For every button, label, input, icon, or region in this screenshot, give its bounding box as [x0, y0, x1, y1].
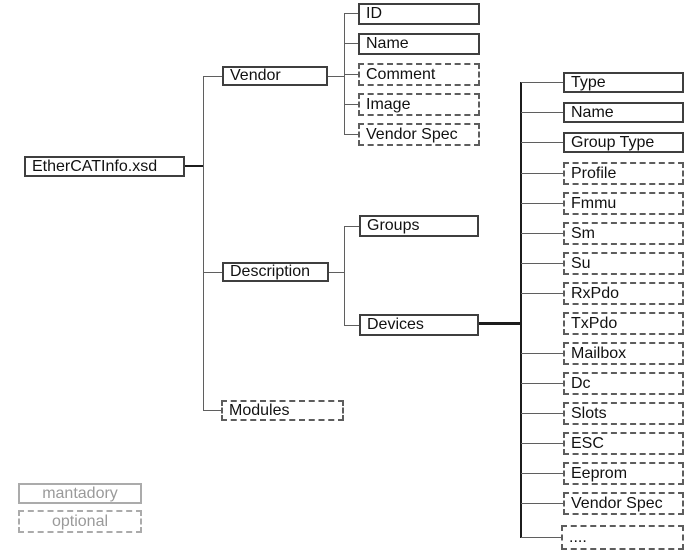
node-dc: Dc: [563, 372, 684, 395]
node-type: Type: [563, 72, 684, 93]
node-vendor-name: Name: [358, 33, 480, 55]
node-profile: Profile: [563, 162, 684, 185]
connector-line: [521, 383, 563, 384]
connector-line: [521, 473, 563, 474]
connector-line: [520, 82, 522, 538]
connector-line: [344, 104, 358, 105]
node-su: Su: [563, 252, 684, 275]
node-sm: Sm: [563, 222, 684, 245]
node-id: ID: [358, 3, 480, 25]
node-txpdo: TxPdo: [563, 312, 684, 335]
node-slots: Slots: [563, 402, 684, 425]
node-ethercatinfo-xsd: EtherCATInfo.xsd: [24, 156, 185, 177]
node-mailbox: Mailbox: [563, 342, 684, 365]
connector-line: [203, 76, 204, 411]
connector-line: [479, 322, 521, 325]
node-eeprom: Eeprom: [563, 462, 684, 485]
node-modules: Modules: [221, 400, 344, 421]
connector-line: [344, 13, 358, 14]
node-comment: Comment: [358, 63, 480, 86]
node-vendor: Vendor: [222, 66, 328, 86]
node-groups: Groups: [359, 215, 479, 237]
node-rxpdo: RxPdo: [563, 282, 684, 305]
connector-line: [521, 112, 563, 113]
connector-line: [521, 413, 563, 414]
connector-line: [521, 142, 563, 143]
connector-line: [344, 226, 345, 325]
connector-line: [203, 410, 222, 411]
connector-line: [521, 263, 563, 264]
legend-mandatory: mantadory: [18, 483, 142, 504]
connector-line: [344, 226, 359, 227]
connector-line: [329, 272, 344, 273]
connector-line: [521, 537, 561, 538]
connector-line: [521, 82, 563, 83]
connector-line: [203, 76, 222, 77]
node-device-name: Name: [563, 102, 684, 123]
node-devices: Devices: [359, 314, 479, 336]
connector-line: [328, 76, 344, 77]
connector-line: [521, 443, 563, 444]
node-group-type: Group Type: [563, 132, 684, 153]
connector-line: [344, 134, 358, 135]
connector-line: [521, 503, 563, 504]
node-fmmu: Fmmu: [563, 192, 684, 215]
connector-line: [521, 293, 563, 294]
node-image: Image: [358, 93, 480, 116]
legend-optional: optional: [18, 510, 142, 533]
connector-line: [203, 272, 222, 273]
node-esc: ESC: [563, 432, 684, 455]
connector-line: [344, 74, 358, 75]
connector-line: [521, 233, 563, 234]
node-device-vendor-spec: Vendor Spec: [563, 492, 684, 515]
node-ellipsis: ....: [561, 525, 684, 550]
connector-line: [344, 325, 359, 326]
node-description: Description: [222, 262, 329, 282]
connector-line: [344, 43, 358, 44]
connector-line: [521, 173, 563, 174]
node-vendor-spec: Vendor Spec: [358, 123, 480, 146]
connector-line: [521, 353, 563, 354]
connector-line: [521, 203, 563, 204]
connector-line: [185, 165, 203, 167]
